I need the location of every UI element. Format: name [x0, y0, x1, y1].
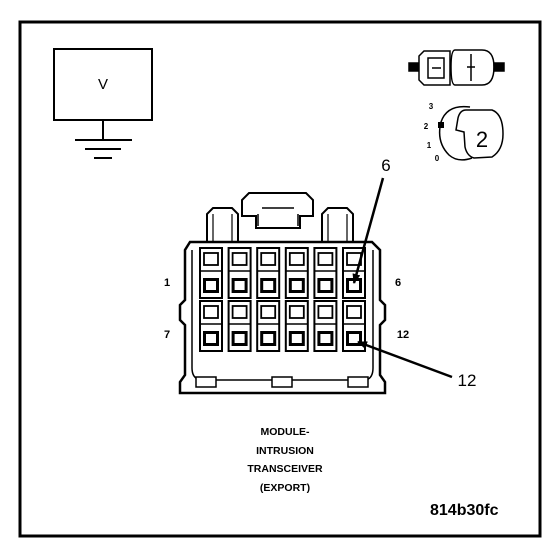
pin-cavity-4: [284, 247, 309, 299]
selector-position-3: 3: [429, 102, 434, 111]
connector-caption: MODULE- INTRUSION TRANSCEIVER (EXPORT): [220, 423, 350, 497]
selector-dial-icon: 3 2 1 0 2: [424, 102, 504, 163]
pin-cavity-3: [256, 247, 281, 299]
pin-cavity-2: [227, 247, 252, 299]
figure-id: 814b30fc: [430, 502, 499, 519]
callout-12-arrow: [357, 340, 453, 379]
callout-6-label: 6: [381, 156, 390, 175]
pin-label-1: 1: [164, 277, 170, 289]
selector-position-1: 1: [427, 141, 432, 150]
callout-6-arrow: [352, 177, 385, 284]
pin-label-6: 6: [395, 277, 401, 289]
pin-cavity-8: [227, 300, 252, 352]
pin-cavity-7: [199, 300, 223, 352]
caption-line-4: (EXPORT): [259, 481, 311, 494]
caption-line-2: INTRUSION: [256, 444, 314, 457]
selector-position-2: 2: [424, 122, 429, 131]
pin-label-12: 12: [397, 329, 409, 341]
selector-setting: 2: [476, 127, 488, 152]
selector-position-0: 0: [435, 154, 440, 163]
connector-plug-icon: [408, 49, 505, 86]
voltmeter-symbol: V: [53, 48, 153, 140]
figure-border: [18, 20, 542, 538]
meter-label: V: [98, 76, 108, 93]
callout-12-label: 12: [458, 371, 477, 390]
ground-icon: [75, 139, 132, 159]
pin-cavity-1: [199, 247, 223, 299]
pin-cavity-9: [256, 300, 281, 352]
pin-cavity-5: [313, 247, 338, 299]
pin-label-7: 7: [164, 329, 170, 341]
pin-cavity-10: [284, 300, 309, 352]
caption-line-1: MODULE-: [260, 426, 310, 438]
pin-cavity-grid: [199, 247, 366, 352]
caption-line-3: TRANSCEIVER: [247, 463, 323, 475]
pin-cavity-11: [313, 300, 338, 352]
